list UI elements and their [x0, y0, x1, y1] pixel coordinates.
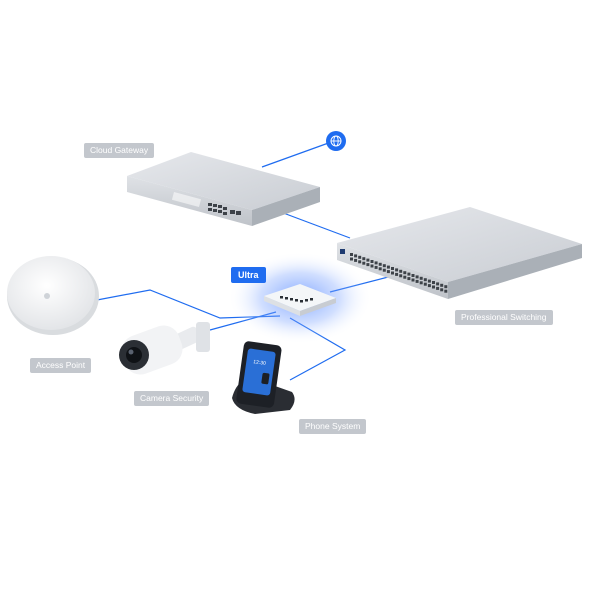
switch-port — [366, 263, 370, 267]
switch-port — [444, 289, 448, 293]
switch-port — [432, 285, 435, 289]
access-point-device[interactable] — [7, 256, 99, 335]
switch-ports — [350, 253, 448, 293]
phone-system-device[interactable]: 12:30 — [232, 341, 295, 414]
switch-port — [358, 255, 362, 259]
ultra-ports — [280, 296, 313, 303]
switch-port — [358, 260, 362, 264]
switch-port — [370, 260, 374, 263]
switch-port — [378, 267, 382, 271]
switch-port — [362, 257, 366, 261]
switch-port — [419, 276, 423, 280]
switch-port — [395, 272, 399, 276]
switch-port — [350, 257, 353, 261]
phone-system-label: Phone System — [299, 419, 367, 434]
switch-port — [423, 278, 427, 282]
switch-port — [350, 253, 353, 256]
switch-port — [399, 274, 403, 278]
switch-port — [407, 277, 411, 281]
switch-port — [386, 270, 390, 274]
camera-security-label: Camera Security — [134, 391, 210, 406]
ultra-device[interactable] — [264, 284, 336, 316]
switch-port — [419, 281, 423, 285]
switch-port — [427, 279, 431, 283]
switch-port — [354, 254, 358, 258]
globe-icon[interactable] — [326, 131, 346, 151]
switch-port — [374, 261, 378, 265]
switch-port — [403, 275, 407, 279]
security-camera-device[interactable] — [117, 321, 210, 379]
switch-port — [415, 279, 419, 283]
switch-port — [436, 282, 440, 286]
switch-port — [374, 265, 378, 269]
switch-port — [391, 271, 394, 275]
gateway-ports — [208, 203, 241, 215]
switch-port — [415, 275, 419, 279]
switch-port — [411, 274, 415, 277]
switch-port — [440, 288, 444, 292]
switch-port — [440, 283, 444, 287]
ultra-badge: Ultra — [231, 267, 266, 283]
cloud-gateway-device[interactable] — [127, 152, 320, 232]
phone-screen-time: 12:30 — [253, 359, 266, 367]
switch-port — [386, 265, 390, 269]
switch-port — [399, 269, 403, 273]
access-point-label: Access Point — [30, 358, 92, 373]
switch-port — [407, 272, 411, 276]
switch-port — [403, 271, 407, 275]
switch-port — [423, 282, 427, 286]
switch-port — [436, 286, 440, 290]
switch-port — [411, 278, 415, 282]
switch-port — [391, 267, 394, 270]
switch-port — [354, 258, 358, 262]
switch-port — [395, 268, 399, 272]
switch-port — [370, 264, 374, 268]
line-internet-to-gateway — [261, 140, 335, 168]
switch-port — [382, 264, 386, 268]
switch-port — [362, 261, 366, 265]
switch-port — [378, 262, 382, 266]
cloud-gateway-label: Cloud Gateway — [84, 143, 155, 158]
switch-port — [444, 285, 448, 289]
switch-port — [366, 258, 370, 262]
switch-port — [432, 281, 435, 284]
switch-port — [427, 284, 431, 288]
switch-port — [382, 268, 386, 272]
professional-switch-device[interactable] — [337, 207, 582, 299]
professional-switching-label: Professional Switching — [455, 310, 553, 325]
